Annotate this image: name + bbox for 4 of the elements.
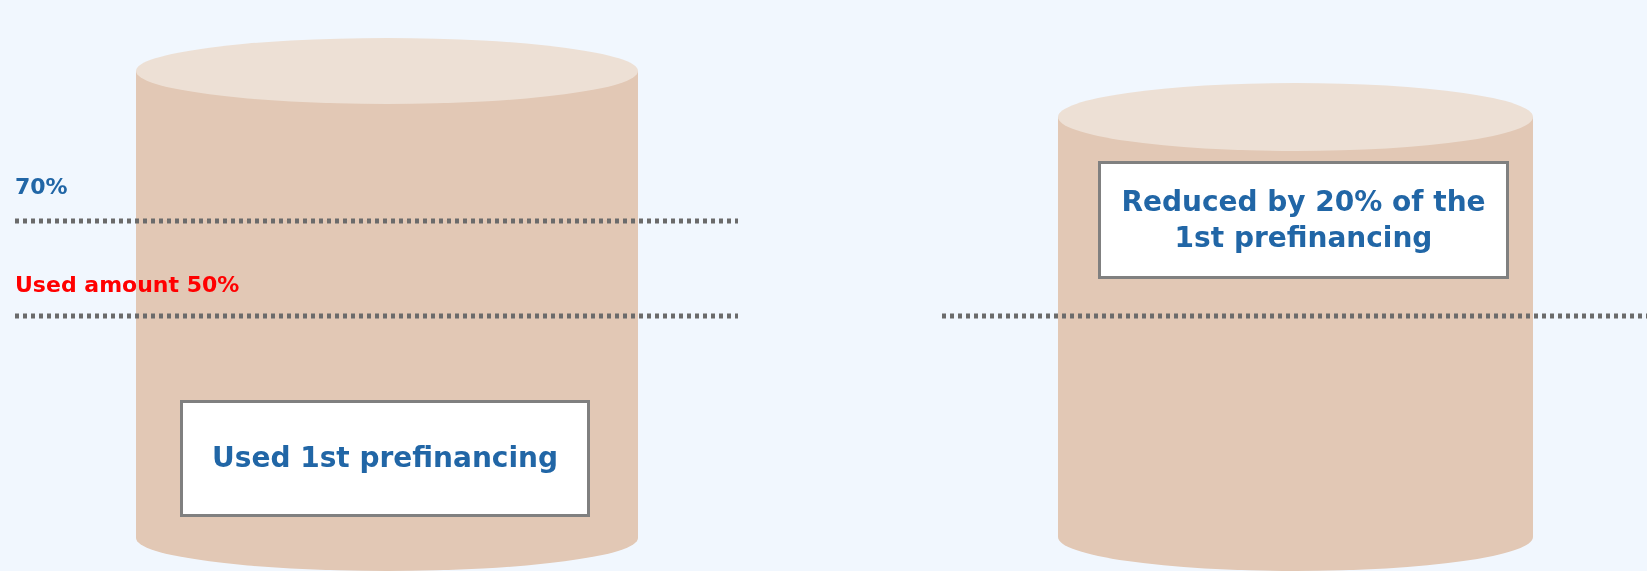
level-label: Used amount 50% xyxy=(15,272,240,297)
text-box: Reduced by 20% of the 1st prefinancing xyxy=(1098,161,1509,279)
level-label: 70% xyxy=(15,174,68,199)
text-box: Used 1st prefinancing xyxy=(180,400,590,517)
